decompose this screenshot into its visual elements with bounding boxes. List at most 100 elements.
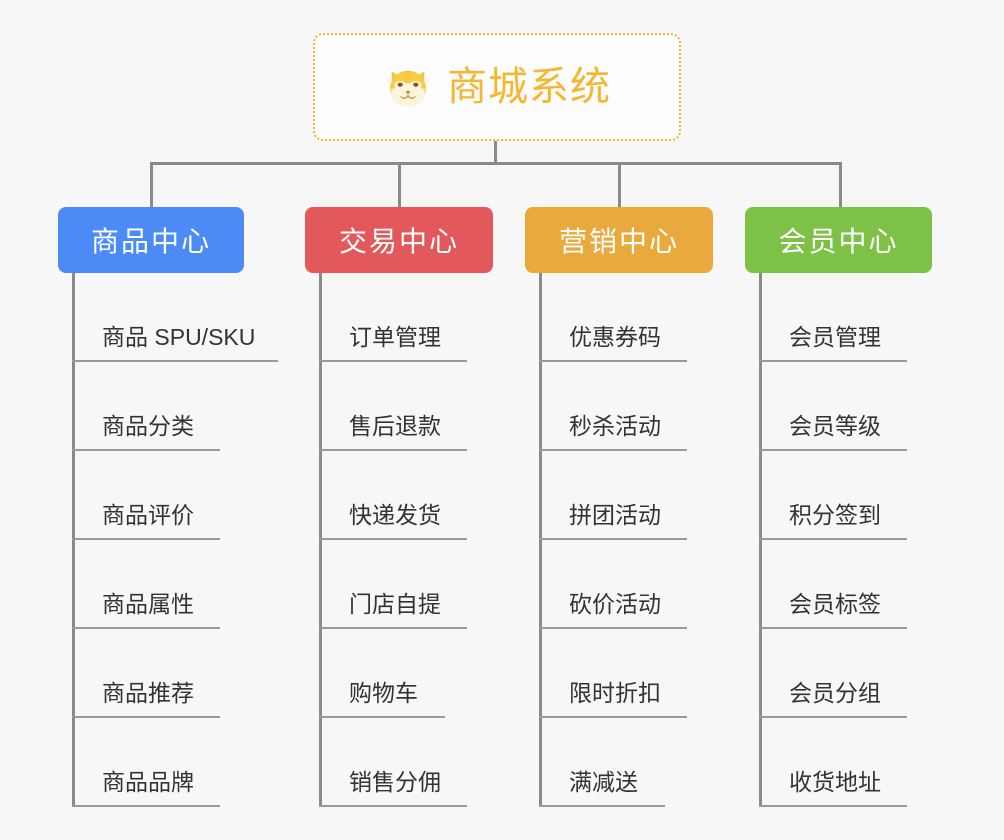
leaf-item[interactable]: 订单管理 [305, 273, 493, 362]
leaf-underline [539, 805, 665, 807]
category-label: 会员中心 [778, 226, 899, 257]
leaf-item[interactable]: 商品 SPU/SKU [58, 273, 278, 362]
leaf-item[interactable]: 砍价活动 [525, 540, 713, 629]
leaf-underline [759, 716, 907, 718]
leaf-underline [72, 449, 220, 451]
leaf-label: 购物车 [349, 680, 418, 707]
leaf-item[interactable]: 收货地址 [745, 718, 932, 807]
shiba-dog-face-icon [383, 62, 433, 112]
leaf-item[interactable]: 售后退款 [305, 362, 493, 451]
column-trade-center: 交易中心 订单管理 售后退款 快递发货 门店自提 购物车 [305, 207, 493, 807]
leaf-underline [72, 627, 220, 629]
leaf-list-trade-center: 订单管理 售后退款 快递发货 门店自提 购物车 销售分佣 [305, 273, 493, 807]
column-product-center: 商品中心 商品 SPU/SKU 商品分类 商品评价 商品属性 商品推荐 [58, 207, 278, 807]
leaf-item[interactable]: 快递发货 [305, 451, 493, 540]
column-member-center: 会员中心 会员管理 会员等级 积分签到 会员标签 会员分组 [745, 207, 932, 807]
category-box-member-center[interactable]: 会员中心 [745, 207, 932, 273]
leaf-underline [319, 360, 467, 362]
leaf-label: 拼团活动 [569, 502, 661, 529]
leaf-underline [319, 716, 445, 718]
leaf-underline [319, 627, 467, 629]
leaf-underline [759, 360, 907, 362]
leaf-item[interactable]: 会员分组 [745, 629, 932, 718]
category-box-marketing-center[interactable]: 营销中心 [525, 207, 713, 273]
category-box-trade-center[interactable]: 交易中心 [305, 207, 493, 273]
leaf-label: 砍价活动 [569, 591, 661, 618]
leaf-item[interactable]: 商品推荐 [58, 629, 244, 718]
leaf-underline [539, 627, 687, 629]
category-label: 交易中心 [338, 226, 459, 257]
column-marketing-center: 营销中心 优惠券码 秒杀活动 拼团活动 砍价活动 限时折扣 [525, 207, 713, 807]
leaf-item[interactable]: 会员等级 [745, 362, 932, 451]
column-spine [72, 273, 75, 807]
leaf-item[interactable]: 商品品牌 [58, 718, 244, 807]
leaf-label: 商品 SPU/SKU [102, 324, 256, 351]
root-node-mall-system[interactable]: 商城系统 [313, 33, 681, 141]
leaf-label: 会员管理 [789, 324, 881, 351]
leaf-item[interactable]: 限时折扣 [525, 629, 713, 718]
leaf-underline [72, 360, 278, 362]
leaf-label: 订单管理 [349, 324, 441, 351]
leaf-underline [759, 538, 907, 540]
column-spine [539, 273, 542, 807]
column-spine [319, 273, 322, 807]
connector-drop-1 [150, 162, 153, 208]
leaf-underline [319, 449, 467, 451]
leaf-label: 商品分类 [102, 413, 194, 440]
leaf-underline [759, 627, 907, 629]
connector-drop-4 [839, 162, 842, 208]
leaf-label: 快递发货 [349, 502, 441, 529]
leaf-list-member-center: 会员管理 会员等级 积分签到 会员标签 会员分组 收货地址 [745, 273, 932, 807]
category-label: 商品中心 [90, 226, 211, 257]
leaf-underline [539, 538, 687, 540]
leaf-list-marketing-center: 优惠券码 秒杀活动 拼团活动 砍价活动 限时折扣 满减送 [525, 273, 713, 807]
connector-drop-2 [398, 162, 401, 208]
leaf-underline [539, 360, 687, 362]
leaf-item[interactable]: 商品属性 [58, 540, 244, 629]
leaf-item[interactable]: 门店自提 [305, 540, 493, 629]
leaf-label: 售后退款 [349, 413, 441, 440]
leaf-label: 商品评价 [102, 502, 194, 529]
leaf-label: 积分签到 [789, 502, 881, 529]
leaf-underline [759, 805, 907, 807]
leaf-label: 满减送 [569, 769, 638, 796]
leaf-label: 商品属性 [102, 591, 194, 618]
category-box-product-center[interactable]: 商品中心 [58, 207, 244, 273]
connector-horizontal-bus [150, 162, 842, 165]
leaf-list-product-center: 商品 SPU/SKU 商品分类 商品评价 商品属性 商品推荐 商品品牌 [58, 273, 278, 807]
leaf-underline [319, 538, 467, 540]
column-spine [759, 273, 762, 807]
leaf-item[interactable]: 拼团活动 [525, 451, 713, 540]
leaf-label: 门店自提 [349, 591, 441, 618]
root-title: 商城系统 [447, 65, 611, 109]
category-label: 营销中心 [558, 226, 679, 257]
leaf-underline [759, 449, 907, 451]
leaf-underline [539, 449, 687, 451]
leaf-label: 限时折扣 [569, 680, 661, 707]
leaf-label: 会员标签 [789, 591, 881, 618]
connector-drop-3 [618, 162, 621, 208]
leaf-item[interactable]: 满减送 [525, 718, 713, 807]
leaf-label: 会员等级 [789, 413, 881, 440]
leaf-underline [72, 716, 220, 718]
leaf-label: 秒杀活动 [569, 413, 661, 440]
leaf-item[interactable]: 积分签到 [745, 451, 932, 540]
leaf-item[interactable]: 商品评价 [58, 451, 244, 540]
leaf-underline [72, 805, 220, 807]
leaf-label: 商品推荐 [102, 680, 194, 707]
leaf-item[interactable]: 优惠券码 [525, 273, 713, 362]
leaf-item[interactable]: 销售分佣 [305, 718, 493, 807]
leaf-label: 销售分佣 [349, 769, 441, 796]
leaf-item[interactable]: 会员管理 [745, 273, 932, 362]
leaf-underline [539, 716, 687, 718]
leaf-item[interactable]: 商品分类 [58, 362, 244, 451]
leaf-label: 会员分组 [789, 680, 881, 707]
connector-root-stem [494, 141, 497, 164]
leaf-item[interactable]: 会员标签 [745, 540, 932, 629]
leaf-item[interactable]: 秒杀活动 [525, 362, 713, 451]
leaf-label: 收货地址 [789, 769, 881, 796]
leaf-item[interactable]: 购物车 [305, 629, 493, 718]
leaf-underline [319, 805, 467, 807]
leaf-label: 商品品牌 [102, 769, 194, 796]
